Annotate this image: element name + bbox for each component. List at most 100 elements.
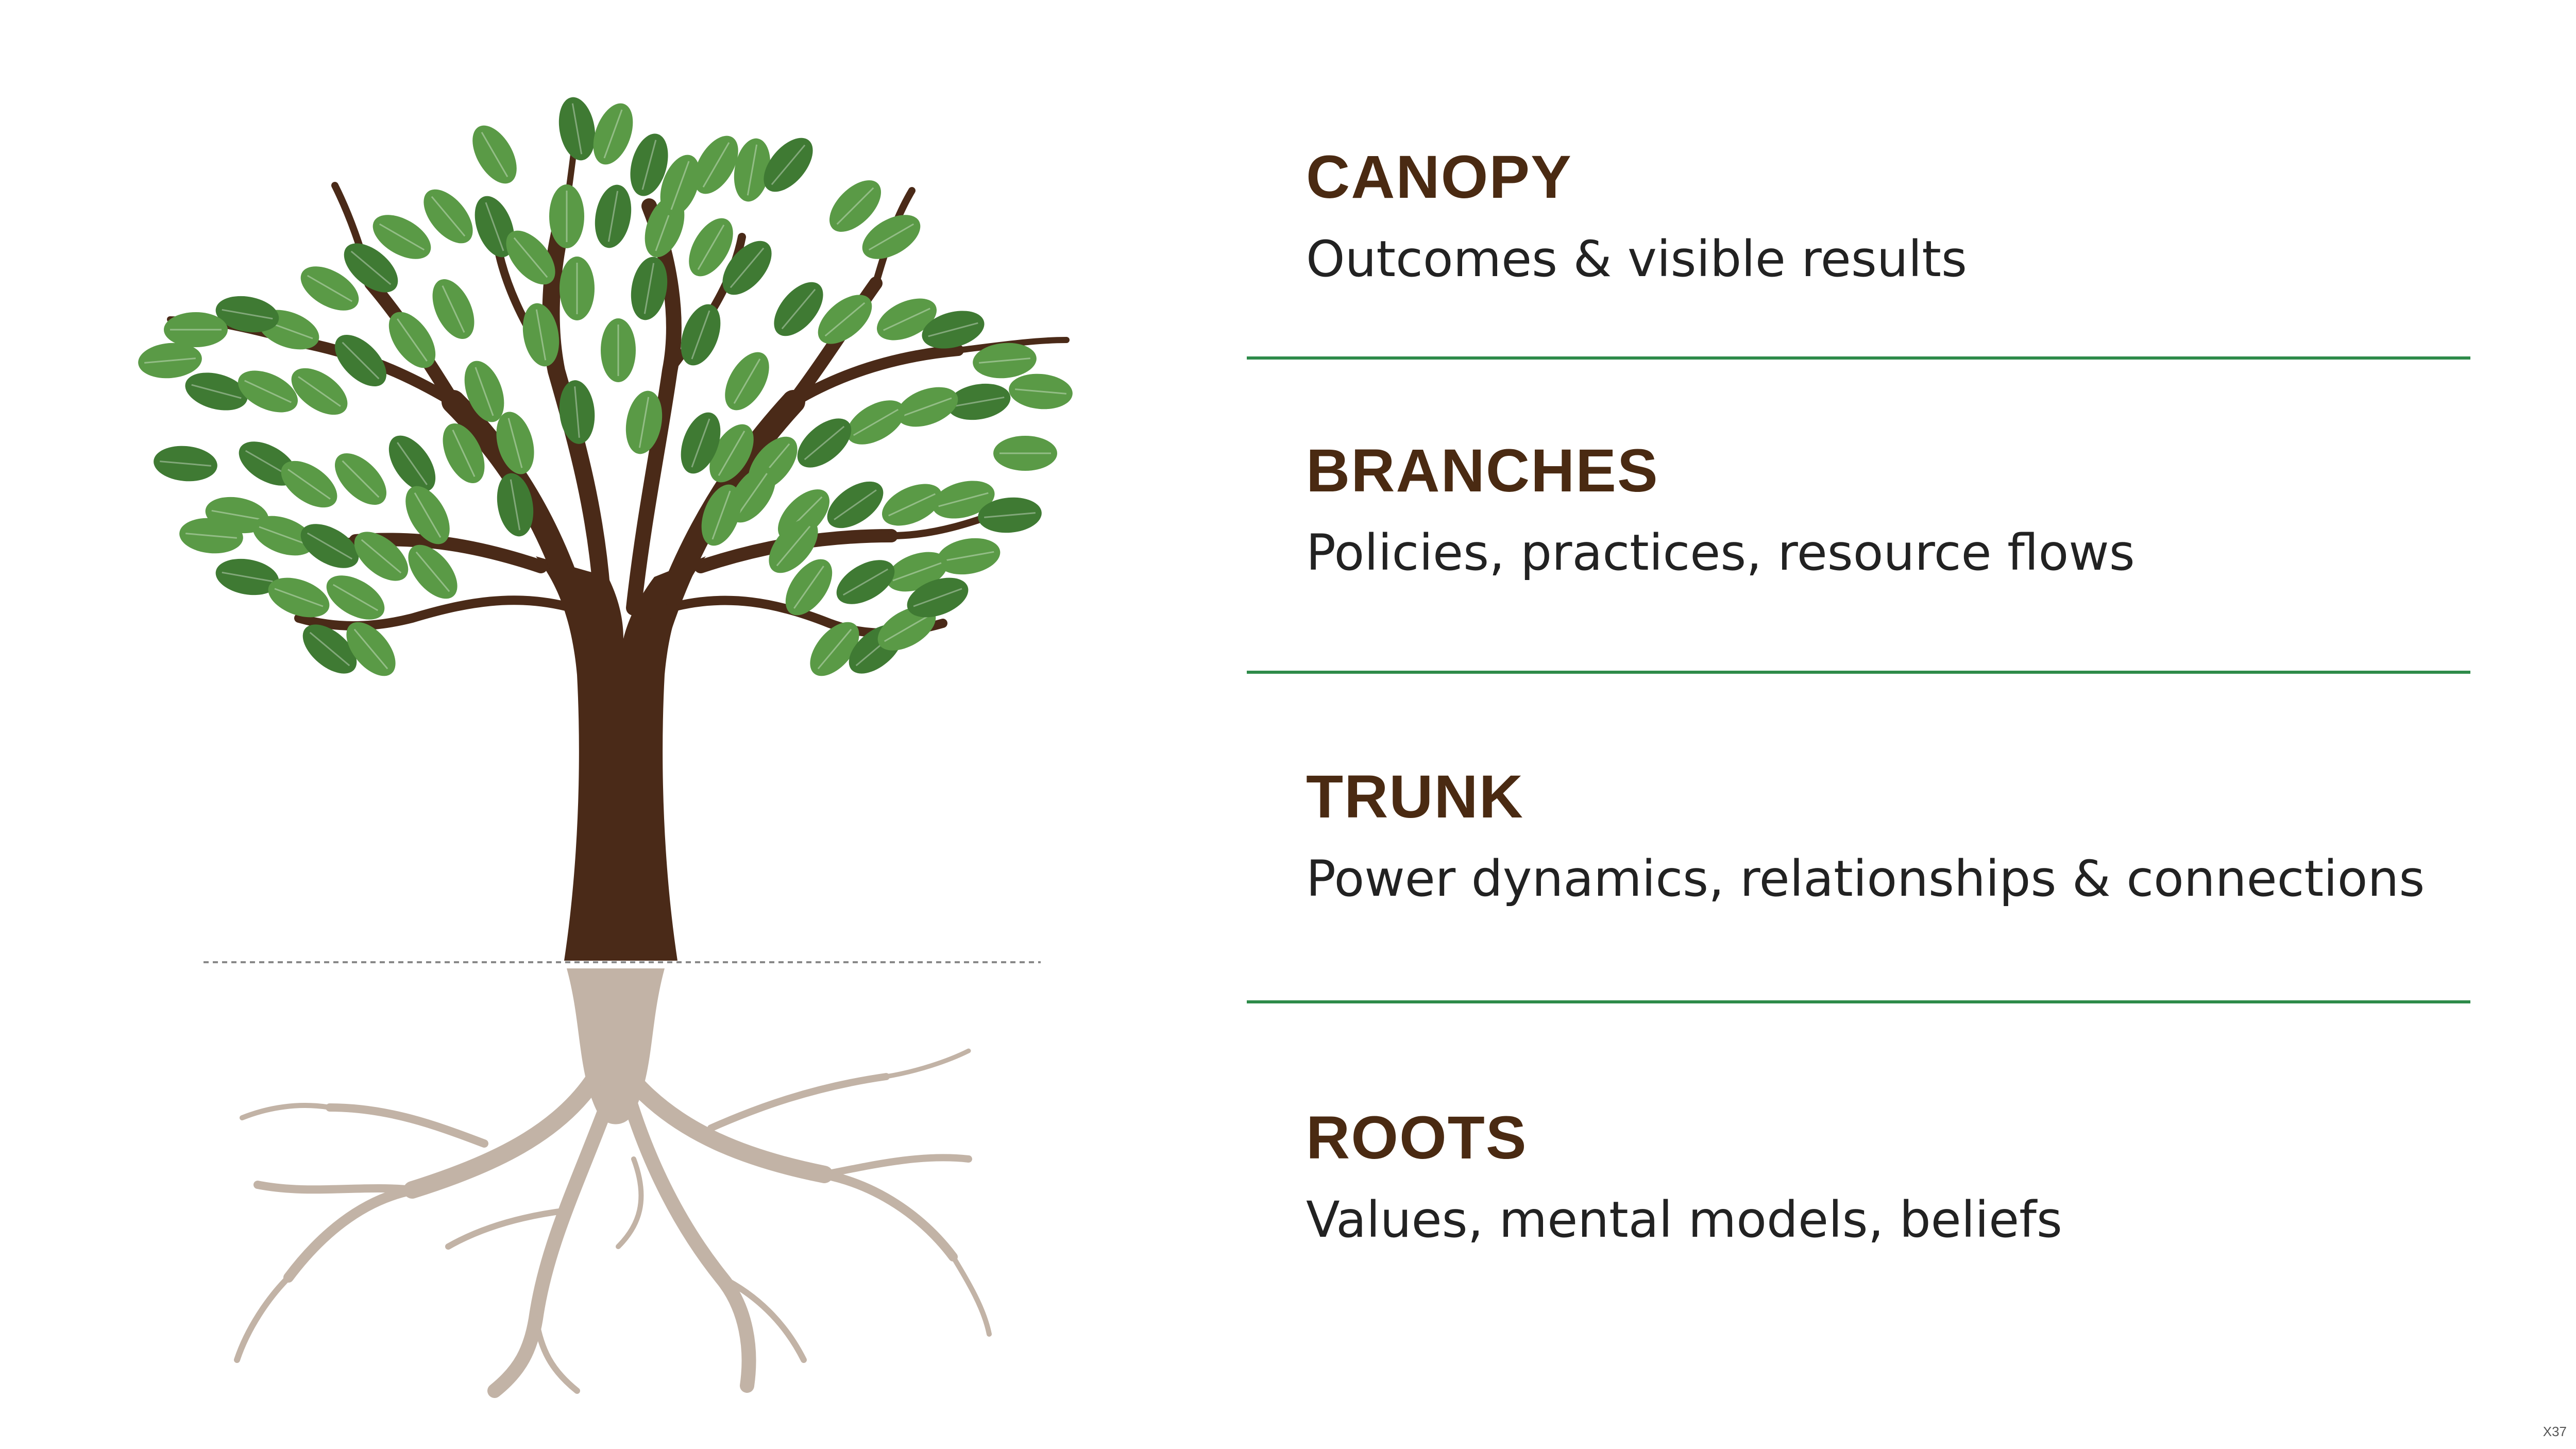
leaf-icon: [326, 575, 385, 620]
leaf-icon: [522, 303, 560, 367]
leaf-vein: [574, 386, 580, 438]
leaf-icon: [896, 387, 958, 427]
leaf-vein: [353, 628, 388, 670]
leaf-icon: [138, 343, 202, 379]
leaf-vein: [485, 202, 504, 251]
leaf-icon: [947, 383, 1011, 420]
leaf-icon: [836, 560, 895, 604]
leaf-icon: [497, 473, 534, 537]
leaf-icon: [179, 518, 243, 554]
leaf-vein: [737, 473, 768, 516]
leaf-vein: [853, 408, 899, 436]
leaf-icon: [882, 484, 942, 526]
layer-title-canopy: CANOPY: [1306, 143, 1572, 211]
leaf-vein: [733, 358, 761, 404]
leaf-vein: [287, 469, 331, 500]
leaf-vein: [771, 144, 806, 185]
leaf-icon: [268, 577, 330, 618]
leaf-icon: [549, 184, 584, 248]
leaf-icon: [937, 538, 1001, 575]
leaf-icon: [281, 461, 337, 508]
leaf-vein: [781, 288, 816, 330]
leaf-icon: [558, 97, 596, 161]
leaf-vein: [211, 509, 263, 521]
leaf-icon: [709, 424, 754, 483]
leaf-icon: [734, 138, 771, 202]
layer-divider: [1247, 671, 2470, 674]
leaf-icon: [725, 352, 769, 411]
leaf-icon: [164, 312, 228, 347]
leaf-icon: [443, 423, 485, 483]
tree-illustration-icon: [138, 97, 1073, 1398]
leaf-vein: [884, 615, 930, 642]
leaf-icon: [464, 361, 504, 422]
leaf-vein: [571, 103, 583, 155]
layer-description-roots: Values, mental models, beliefs: [1306, 1191, 2062, 1249]
leaf-vein: [144, 357, 196, 364]
layer-description-trunk: Power dynamics, relationships & connecti…: [1306, 850, 2425, 908]
leaf-vein: [185, 533, 237, 539]
leaf-vein: [244, 380, 292, 403]
leaf-vein: [638, 397, 650, 448]
leaf-vein: [1015, 388, 1066, 395]
leaf-vein: [397, 442, 428, 485]
leaf-vein: [888, 493, 936, 517]
leaf-vein: [332, 584, 379, 611]
leaf-vein: [350, 250, 392, 285]
leaf-vein: [979, 357, 1030, 364]
leaf-icon: [388, 435, 436, 492]
leaf-vein: [379, 223, 425, 251]
leaf-icon: [215, 558, 279, 595]
leaf-icon: [978, 497, 1042, 533]
leaf-icon: [932, 481, 995, 519]
leaf-icon: [560, 257, 595, 320]
leaf-vein: [691, 418, 710, 468]
leaf-vein: [307, 532, 353, 560]
leaf-icon: [432, 279, 474, 339]
leaf-vein: [984, 512, 1036, 518]
leaf-vein: [535, 309, 547, 361]
layer-description-canopy: Outcomes & visible results: [1306, 230, 1968, 288]
leaf-vein: [474, 367, 494, 416]
leaf-icon: [474, 196, 515, 258]
leaf-vein: [836, 187, 874, 225]
leaf-vein: [776, 525, 811, 567]
leaf-vein: [670, 161, 690, 210]
leaf-icon: [769, 519, 818, 573]
layer-title-roots: ROOTS: [1306, 1104, 1528, 1172]
leaf-icon: [423, 189, 473, 244]
leaf-icon: [346, 622, 396, 676]
leaf-vein: [342, 460, 380, 498]
leaf-vein: [883, 308, 930, 331]
leaf-vein: [817, 628, 852, 670]
leaf-vein: [442, 285, 465, 333]
leaf-vein: [259, 526, 308, 545]
leaf-vein: [697, 224, 725, 270]
leaf-vein: [641, 140, 657, 190]
leaf-vein: [718, 430, 745, 476]
leaf-vein: [452, 430, 476, 477]
leaf-vein: [222, 309, 273, 320]
leaf-icon: [154, 446, 217, 482]
layer-description-branches: Policies, practices, resource flows: [1306, 524, 2135, 582]
leaf-icon: [252, 516, 314, 556]
leaf-icon: [372, 215, 431, 259]
leaf-icon: [922, 311, 985, 349]
leaf-vein: [513, 237, 548, 278]
leaf-icon: [818, 295, 872, 344]
leaf-vein: [824, 302, 866, 337]
leaf-vein: [361, 539, 402, 574]
leaf-vein: [928, 322, 978, 337]
leaf-icon: [689, 218, 733, 277]
leaf-icon: [681, 412, 721, 474]
leaf-icon: [335, 335, 386, 386]
leaf-vein: [691, 310, 710, 360]
leaf-vein: [414, 492, 442, 538]
leaf-icon: [660, 155, 700, 216]
leaf-vein: [222, 571, 273, 583]
leaf-icon: [701, 484, 741, 546]
layer-title-branches: BRANCHES: [1306, 437, 1659, 505]
leaf-icon: [408, 544, 457, 599]
leaf-icon: [354, 532, 409, 581]
